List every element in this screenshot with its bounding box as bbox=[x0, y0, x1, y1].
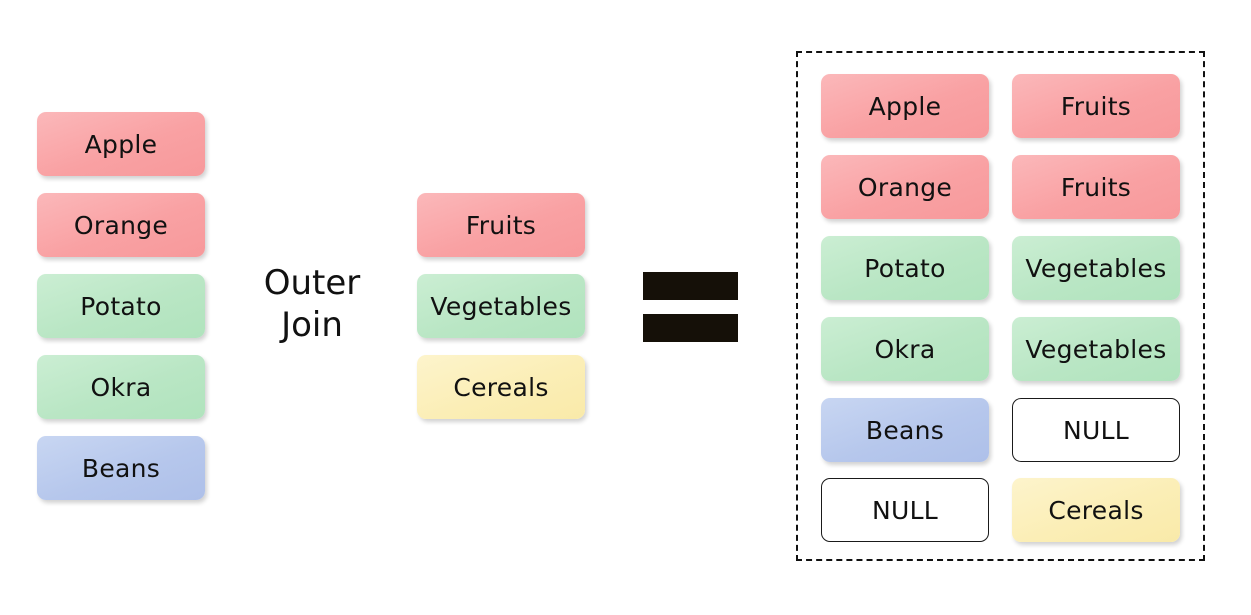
right-item-cereals: Cereals bbox=[417, 355, 585, 419]
result-row-5-right-null: NULL bbox=[1012, 398, 1180, 462]
left-item-beans: Beans bbox=[37, 436, 205, 500]
left-item-apple: Apple bbox=[37, 112, 205, 176]
result-row-3-left: Potato bbox=[821, 236, 989, 300]
result-row-1-right: Fruits bbox=[1012, 74, 1180, 138]
left-item-potato: Potato bbox=[37, 274, 205, 338]
result-frame bbox=[796, 51, 1205, 561]
result-row-3-right: Vegetables bbox=[1012, 236, 1180, 300]
left-item-orange: Orange bbox=[37, 193, 205, 257]
result-row-4-left: Okra bbox=[821, 317, 989, 381]
operator-label: Outer Join bbox=[248, 262, 376, 346]
result-row-4-right: Vegetables bbox=[1012, 317, 1180, 381]
result-row-2-right: Fruits bbox=[1012, 155, 1180, 219]
result-row-1-left: Apple bbox=[821, 74, 989, 138]
result-row-6-right: Cereals bbox=[1012, 478, 1180, 542]
right-item-fruits: Fruits bbox=[417, 193, 585, 257]
result-row-2-left: Orange bbox=[821, 155, 989, 219]
operator-line-2: Join bbox=[281, 305, 343, 345]
left-item-okra: Okra bbox=[37, 355, 205, 419]
equals-bar-top bbox=[643, 272, 738, 300]
operator-line-1: Outer bbox=[263, 263, 361, 303]
result-row-6-left-null: NULL bbox=[821, 478, 989, 542]
result-row-5-left: Beans bbox=[821, 398, 989, 462]
right-item-vegetables: Vegetables bbox=[417, 274, 585, 338]
equals-bar-bottom bbox=[643, 314, 738, 342]
